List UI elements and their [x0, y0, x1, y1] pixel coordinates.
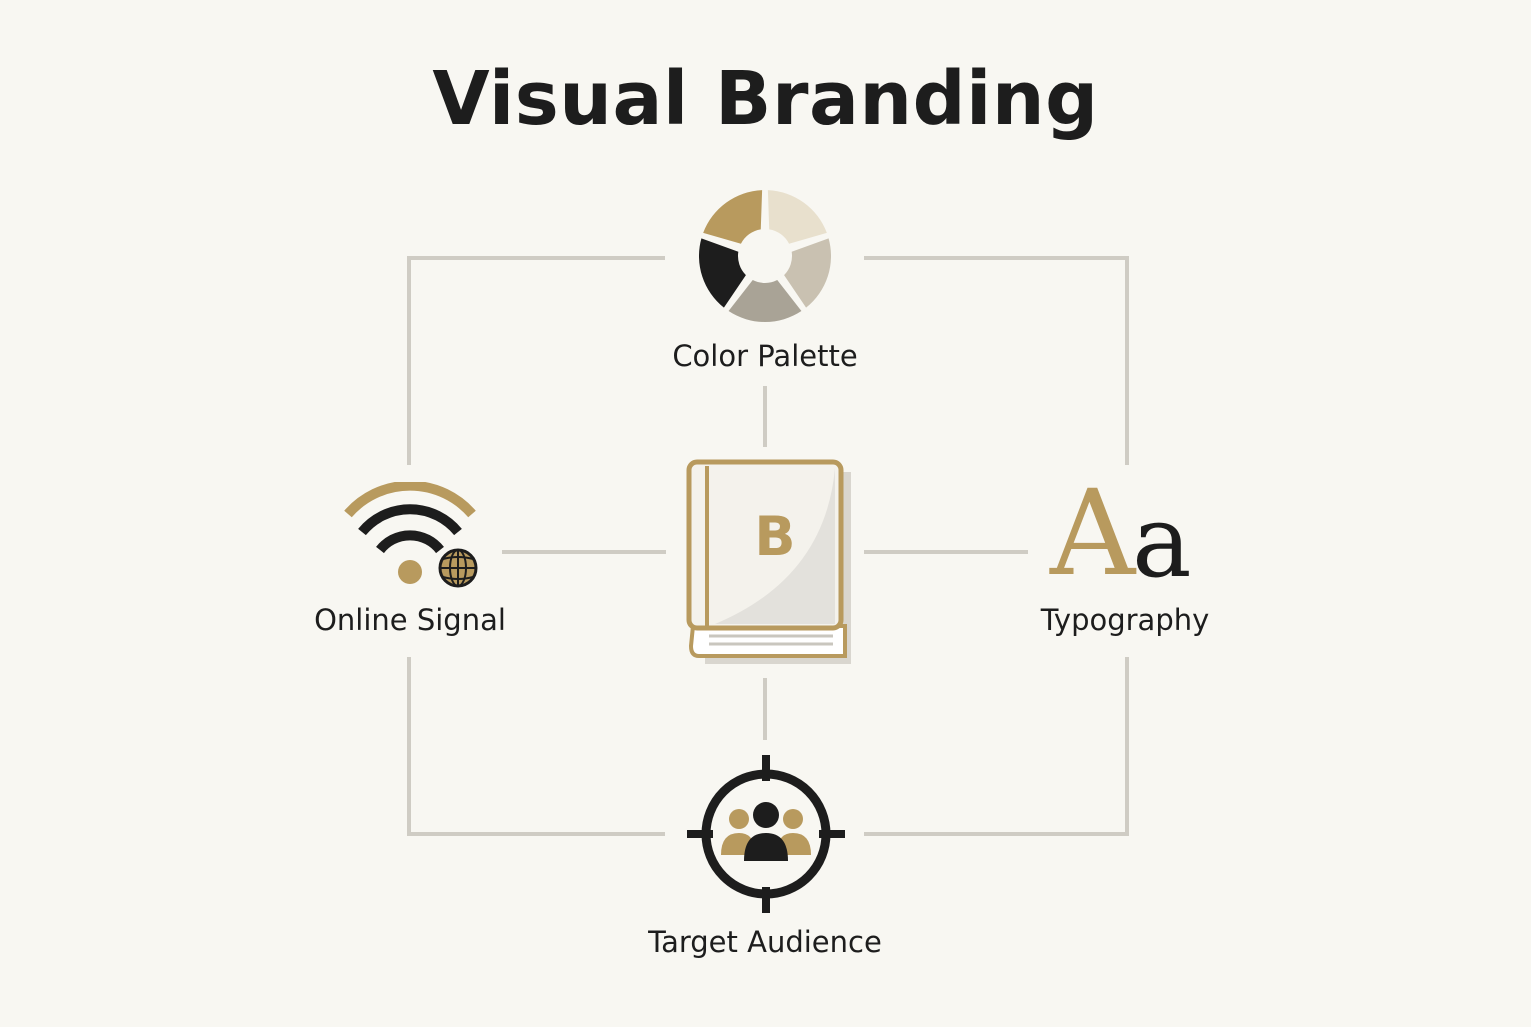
color-palette-label: Color Palette: [672, 339, 858, 373]
brand-book-icon: [686, 459, 851, 664]
palette-segment: [767, 190, 827, 244]
typography-icon: A a: [1040, 474, 1210, 594]
connector-top-right: [864, 256, 1129, 465]
typography-glyph-upper: A: [1050, 464, 1136, 602]
connector-top-left: [407, 256, 665, 465]
typography-glyph-lower: a: [1132, 483, 1192, 600]
palette-segment: [728, 280, 802, 322]
diagram-title: Visual Branding: [432, 56, 1099, 142]
palette-segment: [784, 238, 831, 308]
connector-bottom-left: [407, 657, 665, 836]
brand-monogram: B: [754, 505, 796, 568]
target-audience-icon: [687, 755, 845, 913]
target-audience-label: Target Audience: [648, 925, 882, 959]
wifi-globe-icon: [344, 482, 480, 590]
palette-segment: [699, 238, 746, 308]
online-signal-label: Online Signal: [314, 603, 506, 637]
connector-bottom-right: [864, 657, 1129, 836]
color-palette-wheel: [699, 190, 831, 322]
palette-segment: [703, 190, 763, 244]
typography-label: Typography: [1040, 603, 1210, 637]
